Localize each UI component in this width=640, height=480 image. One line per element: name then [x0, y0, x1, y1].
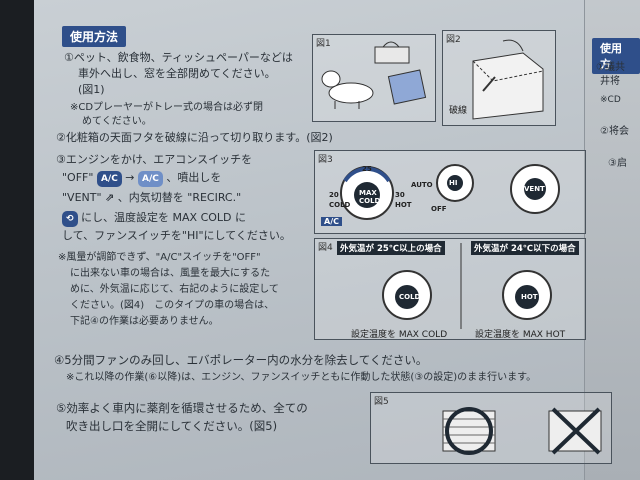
fig4-left-title: 外気温が 25℃以上の場合: [337, 241, 445, 255]
note-line-3: めに、外気温に応じて、右記のように設定して: [70, 284, 279, 295]
figure-5: 図5: [370, 392, 612, 464]
fig3-temp-30: 30: [395, 191, 405, 199]
figure-4: 図4 外気温が 25℃以上の場合 外気温が 24℃以下の場合 COLD HOT …: [314, 238, 586, 340]
fig3-temp-25: 25: [362, 165, 372, 173]
right-col-5: ③启: [608, 158, 627, 169]
fig3-hi: HI: [449, 179, 458, 187]
fig4-left-caption: 設定温度を MAX COLD: [351, 330, 448, 340]
figure-4-label: 図4: [318, 243, 333, 253]
right-col-1: ①議共: [596, 62, 625, 73]
step-3-line-3: "VENT" ⇗ 、内気切替を "RECIRC.": [62, 190, 241, 206]
step-3-line-3-post: 、内気切替を "RECIRC.": [117, 191, 242, 204]
section-title: 使用方法: [62, 26, 127, 47]
note-line-1: ※風量が調節できず、"A/C"スイッチを"OFF": [58, 252, 261, 263]
right-col-2: 井将: [600, 76, 620, 87]
figure-2-tag: 破線: [449, 106, 468, 116]
step-1-line-3: (図1): [78, 83, 105, 96]
step-5-line-2: 吹き出し口を全開にしてください。(図5): [66, 419, 278, 433]
figure-2-label: 図2: [446, 35, 461, 45]
fig3-max-cold: COLD: [359, 197, 381, 205]
right-col-4: ②将会: [600, 126, 629, 137]
box-cut-illustration: [472, 39, 544, 120]
step-1-line-2: 車外へ出し、窓を全部閉めてください。: [78, 67, 276, 80]
climate-dials: [340, 164, 560, 220]
fig3-hot: HOT: [395, 201, 412, 209]
note-line-2: に出来ない車の場合は、風量を最大にするた: [70, 268, 271, 279]
figure-3-label: 図3: [318, 155, 333, 165]
fig4-dials: [382, 243, 552, 329]
step-3-line-4-text: にし、温度設定を MAX COLD に: [81, 211, 247, 224]
fig3-max: MAX: [359, 189, 377, 197]
fig3-vent: VENT: [524, 185, 545, 193]
fig4-right-title: 外気温が 24℃以下の場合: [471, 241, 579, 255]
fig3-auto: AUTO: [411, 181, 433, 189]
step-1-note-1: ※CDプレーヤーがトレー式の場合は必ず閉: [70, 102, 264, 113]
step-3-line-5: して、ファンスイッチを"HI"にしてください。: [62, 229, 291, 242]
fig4-max-hot: HOT: [521, 293, 538, 301]
figure-1: 図1: [312, 34, 436, 122]
step-5-line-1: ⑤効率よく車内に薬剤を循環させるため、全ての: [56, 401, 308, 415]
step-1-line-1: ①ペット、飲食物、ティッシュペーパーなどは: [64, 51, 293, 64]
figure-1-label: 図1: [316, 39, 331, 49]
step-3-line-1: ③エンジンをかけ、エアコンスイッチを: [56, 153, 253, 166]
figure-2: 図2 破線: [442, 30, 556, 126]
step-2: ②化粧箱の天面フタを破線に沿って切り取ります。(図2): [56, 131, 333, 144]
fig3-cold: COLD: [329, 201, 351, 209]
step-1-note-2: めてください。: [82, 116, 152, 127]
right-col-3: ※CD: [600, 95, 621, 105]
vent-open-closed-illustration: [442, 407, 602, 455]
adjacent-page: [584, 0, 640, 480]
ac-button-icon: A/C: [96, 171, 122, 187]
vent-icon: ⇗: [105, 191, 115, 204]
step-4: ④5分間ファンのみ回し、エバポレーター内の水分を除去してください。: [54, 353, 428, 367]
fig3-temp-20: 20: [329, 191, 339, 199]
off-label: "OFF": [62, 171, 94, 184]
dog-tissue-illustration: [321, 41, 427, 109]
vent-label: "VENT": [62, 191, 102, 204]
note-line-4: ください。(図4) このタイプの車の場合は、: [70, 300, 275, 311]
figure-5-label: 図5: [374, 397, 389, 407]
step-3-line-2-post: 、噴出しを: [166, 171, 222, 184]
fig4-max-cold: COLD: [399, 293, 421, 301]
step-3-line-2: "OFF" A/C → A/C 、噴出しを: [62, 170, 221, 187]
fig3-ac-badge: A/C: [321, 217, 342, 226]
step-4-note: ※これ以降の作業(⑥以降)は、エンジン、ファンスイッチともに作動した状態(③の設…: [66, 372, 537, 383]
right-section-title: 使用方: [592, 38, 640, 74]
recirc-icon: ⟲: [62, 211, 78, 227]
arrow-icon: →: [125, 171, 135, 184]
fig4-right-caption: 設定温度を MAX HOT: [475, 330, 566, 340]
ac-off-icon: A/C: [138, 171, 163, 187]
step-3-line-4: ⟲ にし、温度設定を MAX COLD に: [62, 210, 246, 227]
fig3-off: OFF: [431, 205, 447, 213]
figure-3: 図3 25 20 COLD 30 HOT MAX COLD A/C AUTO O…: [314, 150, 586, 234]
note-line-5: 下記④の作業は必要ありません。: [70, 316, 219, 327]
